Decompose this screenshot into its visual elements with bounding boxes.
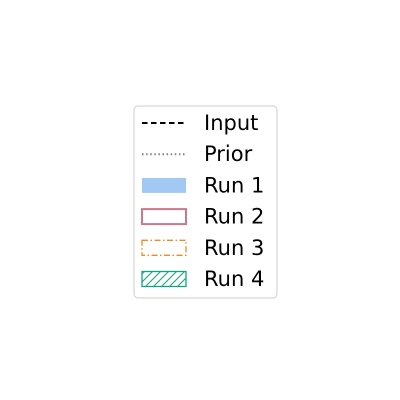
legend-label: Run 2 [204,205,264,229]
legend-label: Run 4 [204,267,264,291]
legend-frame [133,105,278,299]
legend-entry: Run 1 [142,173,264,197]
legend-swatch [142,177,186,193]
legend-entry: Run 2 [141,205,264,229]
legend-label: Input [204,111,258,135]
legend-swatch [141,270,187,288]
legend-label: Run 1 [204,173,264,197]
legend-label: Prior [204,142,253,166]
legend-swatch [141,239,187,256]
legend-entry: Run 3 [141,236,264,260]
legend-swatch [141,208,187,226]
legend-label: Run 3 [204,236,264,260]
legend-entry: Input [142,111,258,135]
legend-entry: Run 4 [141,267,264,291]
legend-entry: Prior [142,142,253,166]
